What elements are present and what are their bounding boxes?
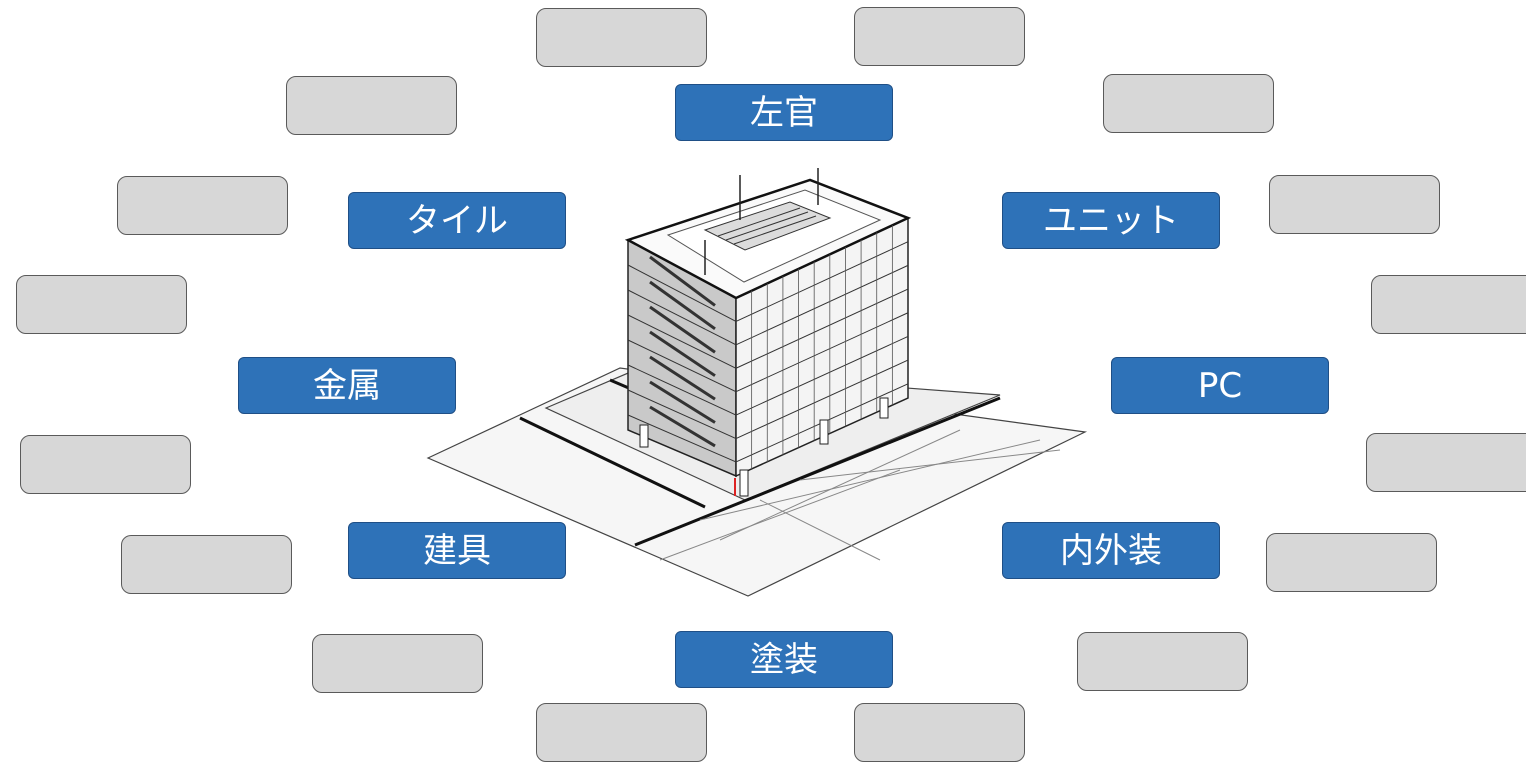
empty-slot[interactable] <box>121 535 292 594</box>
empty-slot[interactable] <box>1366 433 1526 492</box>
empty-slot[interactable] <box>854 7 1025 66</box>
category-tosou[interactable]: 塗装 <box>675 631 893 688</box>
empty-slot[interactable] <box>1266 533 1437 592</box>
category-tategu[interactable]: 建具 <box>348 522 566 579</box>
empty-slot[interactable] <box>1103 74 1274 133</box>
category-naigaisou[interactable]: 内外装 <box>1002 522 1220 579</box>
category-tile[interactable]: タイル <box>348 192 566 249</box>
empty-slot[interactable] <box>536 8 707 67</box>
empty-slot[interactable] <box>854 703 1025 762</box>
category-unit[interactable]: ユニット <box>1002 192 1220 249</box>
category-pc[interactable]: PC <box>1111 357 1329 414</box>
empty-slot[interactable] <box>16 275 187 334</box>
category-sakan[interactable]: 左官 <box>675 84 893 141</box>
empty-slot[interactable] <box>286 76 457 135</box>
empty-slot[interactable] <box>312 634 483 693</box>
empty-slot[interactable] <box>20 435 191 494</box>
empty-slot[interactable] <box>1269 175 1440 234</box>
empty-slot[interactable] <box>1077 632 1248 691</box>
empty-slot[interactable] <box>1371 275 1526 334</box>
category-kinzoku[interactable]: 金属 <box>238 357 456 414</box>
building-illustration <box>426 168 1088 597</box>
empty-slot[interactable] <box>536 703 707 762</box>
empty-slot[interactable] <box>117 176 288 235</box>
